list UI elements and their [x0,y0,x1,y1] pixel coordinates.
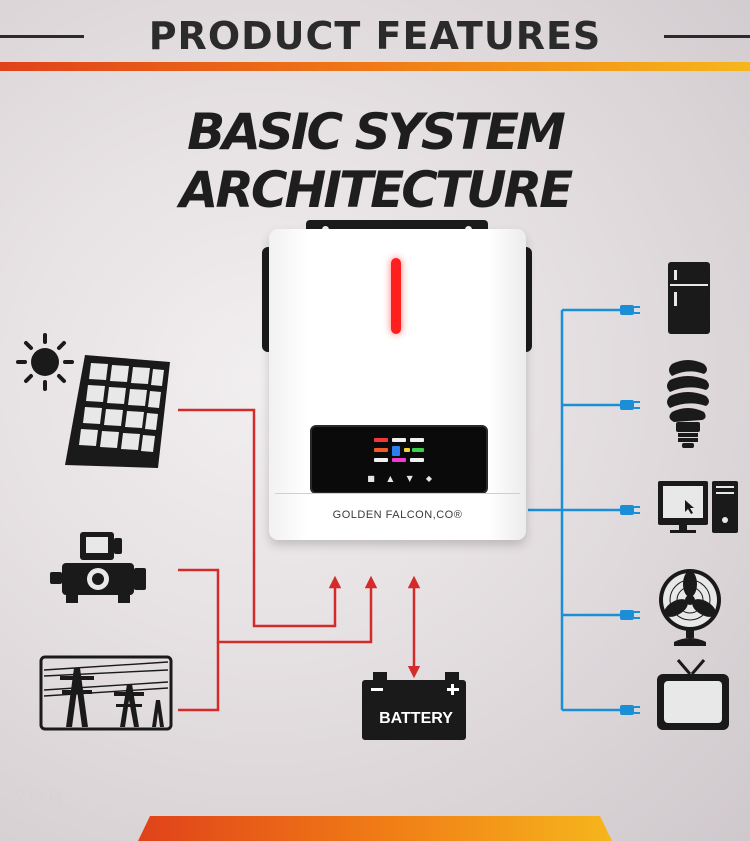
lcd-readout [372,436,426,466]
header-line-right [664,35,750,38]
footer-stripe [138,816,612,841]
battery-label: BATTERY [379,710,453,727]
generator-icon [50,532,146,603]
tv-icon [657,659,729,730]
inverter-brand-label: GOLDEN FALCON,CO® [332,509,463,521]
down-button-icon: ▼ [406,474,413,483]
inverter-panel-seam [275,493,520,494]
inverter-led-bar [391,258,401,334]
up-button-icon: ▲ [387,474,394,483]
diagram-title: BASIC SYSTEM ARCHITECTURE [179,103,574,219]
lcd-buttons: ■ ▲ ▼ ◆ [366,474,434,484]
header-stripe [0,62,750,71]
enter-button-icon: ◆ [425,474,433,483]
inverter-lcd-screen: ■ ▲ ▼ ◆ [310,425,488,494]
energy-saving-bulb-icon [667,360,709,448]
plug-icons [620,305,640,715]
watermark: ZOH [14,787,66,809]
refrigerator-icon [668,262,710,334]
output-lines [528,308,620,712]
input-lines [178,408,421,712]
header-title: PRODUCT FEATURES [148,14,602,58]
plug-icon [620,610,640,620]
fan-icon [659,569,721,646]
battery-icon [362,672,466,740]
plug-icon [620,705,640,715]
sun-icon [16,333,74,391]
header-bar: PRODUCT FEATURES [0,0,750,75]
header-line-left [0,35,84,38]
menu-button-icon: ■ [367,474,375,483]
solar-panel-icon [65,355,170,468]
plug-icon [620,400,640,410]
plug-icon [620,305,640,315]
power-grid-icon [39,655,173,731]
plug-icon [620,505,640,515]
computer-icon [658,481,738,533]
